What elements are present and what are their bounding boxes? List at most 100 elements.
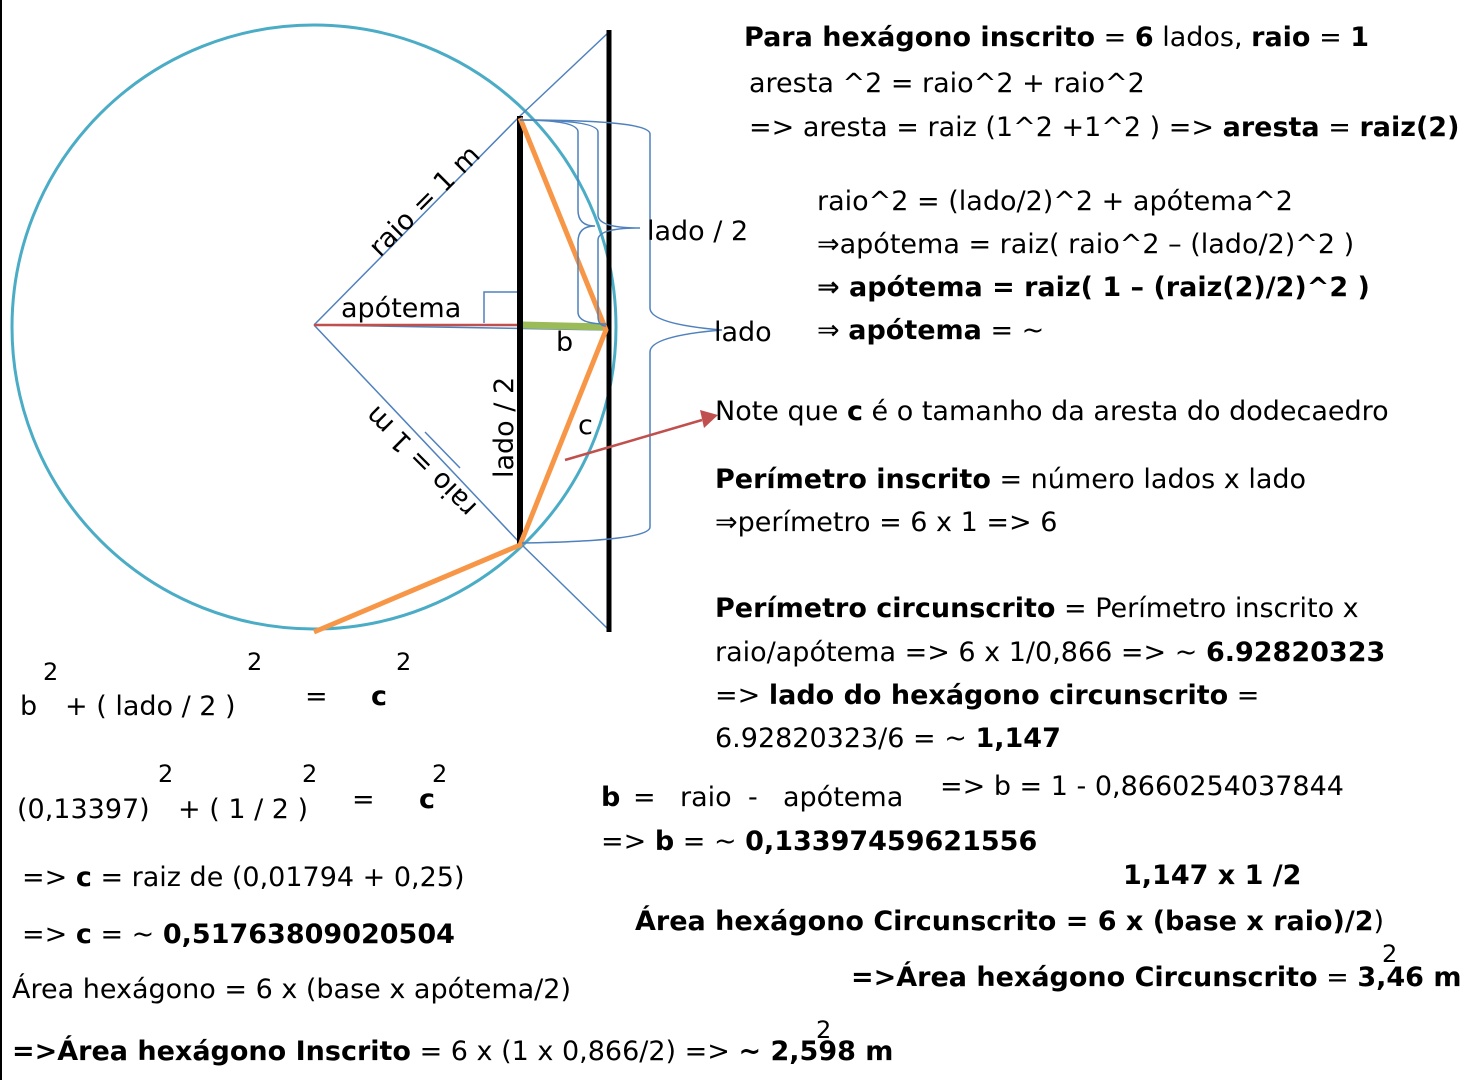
area-circ-result-title: =>Área hexágono Circunscrito (851, 962, 1318, 993)
pythag-c-exp: 2 (396, 648, 412, 676)
c-calc2-var: c (75, 919, 92, 950)
b-calc-b: b (601, 782, 621, 813)
perimetro-circ-formula: raio/apótema => 6 x 1/0,866 => ~ (715, 637, 1206, 668)
aresta-result-value: raiz(2) (1359, 112, 1460, 143)
header-lados: lados, (1153, 22, 1252, 53)
b-segment (521, 321, 607, 331)
pythag-b-exp: 2 (43, 658, 59, 686)
note-suffix: é o tamanho da aresta do dodecaedro (862, 396, 1389, 427)
b-calc-raio: raio (680, 782, 732, 813)
c-calc1-var: c (75, 862, 92, 893)
brace-lado (519, 119, 723, 544)
area-inscrito-formula: = 6 x (1 x 0,866/2) => (410, 1036, 739, 1067)
note-c: c (846, 396, 863, 427)
perimetro-circ-line1: Perímetro circunscrito = Perímetro inscr… (715, 593, 1359, 625)
c-label: c (578, 410, 593, 441)
b-result-var: b (654, 826, 675, 857)
c-calc2-prefix: => (22, 919, 76, 950)
apotema-eq1: raio^2 = (lado/2)^2 + apótema^2 (817, 186, 1293, 217)
apotema-label: apótema (341, 293, 461, 324)
perimetro-inscrito-line2: ⇒perímetro = 6 x 1 => 6 (715, 507, 1058, 538)
numeric-c: c (419, 784, 436, 815)
perimetro-circ-value: 6.92820323 (1205, 637, 1386, 668)
area-inscrito-exponent: 2 (816, 1016, 832, 1044)
apotema-eq4-var: apótema (848, 315, 982, 346)
b-result-eq: = ~ (674, 826, 746, 857)
area-inscrito-title: =>Área hexágono Inscrito (12, 1036, 411, 1067)
pythag-plus: + ( lado / 2 ) (65, 691, 236, 722)
area-circ-result: =>Área hexágono Circunscrito = 3,46 m (851, 962, 1462, 994)
area-circ-formula-paren: ) (1373, 906, 1385, 937)
header-eq2: = (1310, 22, 1351, 53)
pythag-c: c (371, 681, 388, 712)
lado-circ-formula: 6.92820323/6 = ~ (715, 723, 976, 754)
circle (10, 23, 618, 631)
b-calc-rhs: => b = 1 - 0,8660254037844 (940, 771, 1344, 802)
hexagon-edges (313, 117, 609, 635)
header-raio: raio (1251, 22, 1311, 53)
lado2-right-label: lado / 2 (647, 216, 748, 247)
area-inscrito-value: ~ 2,598 (738, 1036, 856, 1067)
perimetro-circ-title: Perímetro circunscrito (715, 593, 1056, 624)
tangent-bottom-line (519, 542, 610, 631)
c-calc-line2: => c = ~ 0,51763809020504 (22, 919, 455, 951)
area-hexagono-formula: Área hexágono = 6 x (base x apótema/2) (12, 974, 571, 1005)
numeric-c-exp: 2 (432, 760, 448, 788)
note-prefix: Note que (715, 396, 847, 427)
tangent-top-line (519, 31, 610, 117)
header-six: 6 (1134, 22, 1154, 53)
area-circ-note: 1,147 x 1 /2 (1123, 860, 1302, 891)
header-eq1: = (1095, 22, 1135, 53)
area-circ-result-eq: = (1317, 962, 1358, 993)
aresta-result-line: => aresta = raiz (1^2 +1^2 ) => aresta =… (749, 112, 1459, 144)
right-angle-marker (483, 291, 518, 323)
area-circ-formula-text: Área hexágono Circunscrito = 6 x (base x… (635, 906, 1374, 937)
perimetro-circ-line4: 6.92820323/6 = ~ 1,147 (715, 723, 1061, 755)
lado2-vertical-label: lado / 2 (489, 377, 520, 478)
brace-lado2-small (519, 119, 607, 325)
area-circ-formula: Área hexágono Circunscrito = 6 x (base x… (635, 906, 1384, 938)
c-calc2-eq: = ~ (91, 919, 163, 950)
c-calc-line1: => c = raiz de (0,01794 + 0,25) (22, 862, 465, 894)
b-calc-apotema: apótema (783, 782, 904, 813)
area-circ-result-value: 3,46 (1357, 962, 1424, 993)
radius-top-line (313, 115, 521, 326)
aresta-eq-line: aresta ^2 = raio^2 + raio^2 (749, 68, 1145, 99)
raio-bottom-label: raio = 1 m (360, 400, 483, 523)
apotema-eq4-arrow: ⇒ (817, 315, 849, 346)
radius-bottom-line (313, 324, 521, 544)
note-arrow-line (564, 418, 703, 462)
pythag-lado-exp: 2 (247, 648, 263, 676)
dodecaedro-note: Note que c é o tamanho da aresta do dode… (715, 396, 1389, 428)
area-circ-exponent: 2 (1382, 940, 1398, 968)
area-inscrito-unit: m (855, 1036, 894, 1067)
pythag-b: b (20, 691, 38, 722)
numeric-eq: = (352, 784, 375, 815)
lado-label: lado (714, 317, 772, 348)
apotema-eq2: ⇒apótema = raiz( raio^2 – (lado/2)^2 ) (817, 229, 1355, 260)
perimetro-inscrito-title: Perímetro inscrito (715, 464, 991, 495)
header-hexagono-inscrito: Para hexágono inscrito (744, 22, 1096, 53)
perimetro-circ-line2: raio/apótema => 6 x 1/0,866 => ~ 6.92820… (715, 637, 1385, 669)
hexagon-header-line: Para hexágono inscrito = 6 lados, raio =… (744, 22, 1369, 54)
area-circ-result-unit: m (1423, 962, 1462, 993)
perimetro-inscrito-def: = número lados x lado (990, 464, 1307, 495)
c-calc2-value: 0,51763809020504 (162, 919, 455, 950)
lado-circ-title: lado do hexágono circunscrito (768, 680, 1229, 711)
b-result-prefix: => (601, 826, 655, 857)
area-inscrito-result: =>Área hexágono Inscrito = 6 x (1 x 0,86… (12, 1036, 893, 1068)
b-calc-result: => b = ~ 0,13397459621556 (601, 826, 1037, 858)
b-result-value: 0,13397459621556 (745, 826, 1038, 857)
numeric-left-exp: 2 (158, 760, 174, 788)
lado-circ-eq: = (1228, 680, 1260, 711)
c-calc1-formula: = raiz de (0,01794 + 0,25) (91, 862, 465, 893)
b-calc-eq: = (633, 782, 656, 813)
perimetro-inscrito-line1: Perímetro inscrito = número lados x lado (715, 464, 1306, 496)
radius-tick (424, 431, 461, 469)
aresta-result-var: aresta (1222, 112, 1320, 143)
note-arrow-head (700, 410, 718, 428)
c-calc1-prefix: => (22, 862, 76, 893)
lado-circ-prefix: => (715, 680, 769, 711)
numeric-plus-exp: 2 (302, 760, 318, 788)
